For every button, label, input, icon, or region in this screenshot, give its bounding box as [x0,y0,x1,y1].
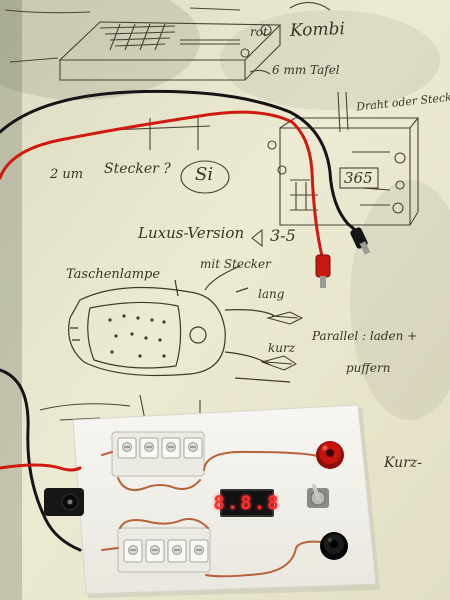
black-cable [0,89,362,552]
terminal-block-bottom [117,527,211,573]
dc-jack [44,488,84,516]
handwriting-taschenlampe: Taschenlampe [66,267,161,282]
terminal-block-top [111,431,205,477]
sketch-flashlight [68,265,291,383]
handwriting-kurz2: Kurz- [384,455,422,471]
handwriting-6mm: 6 mm Tafel [272,63,340,77]
handwriting-kurz: kurz [268,341,296,355]
display-reading: 8.8.8 [213,492,281,514]
sketch-3d-board [4,1,331,81]
sketch-marks [109,118,263,248]
handwriting-3-5: 3-5 [270,226,296,245]
handwriting-si: Si [195,164,214,185]
handwriting-puffern: puffern [346,361,391,375]
red-binding-post [316,441,344,469]
led-voltmeter-display: 8.8.8 [213,489,279,517]
handwriting-luxus: Luxus-Version [138,224,245,242]
handwriting-2um: 2 um [50,167,84,182]
sketch-flashlight-dots [108,314,166,358]
red-cable [0,110,324,472]
handwriting-kombi: Kombi [289,19,346,41]
red-banana-plug [315,254,331,288]
handwriting-stecker: Stecker ? [104,161,171,177]
sketch-box [267,91,420,226]
copper-wires [101,450,323,578]
handwriting-mit-stecker: mit Stecker [200,257,271,271]
black-banana-plug [350,227,371,255]
handwriting-parallel: Parallel : laden + [312,329,418,343]
black-binding-post [320,532,348,560]
handwriting-rot: rot [250,25,268,39]
sketch-display-digits: 365 [344,169,373,187]
handwriting-lang: lang [258,287,285,301]
sketch-wire-ends [260,311,304,371]
toggle-switch [307,484,329,508]
